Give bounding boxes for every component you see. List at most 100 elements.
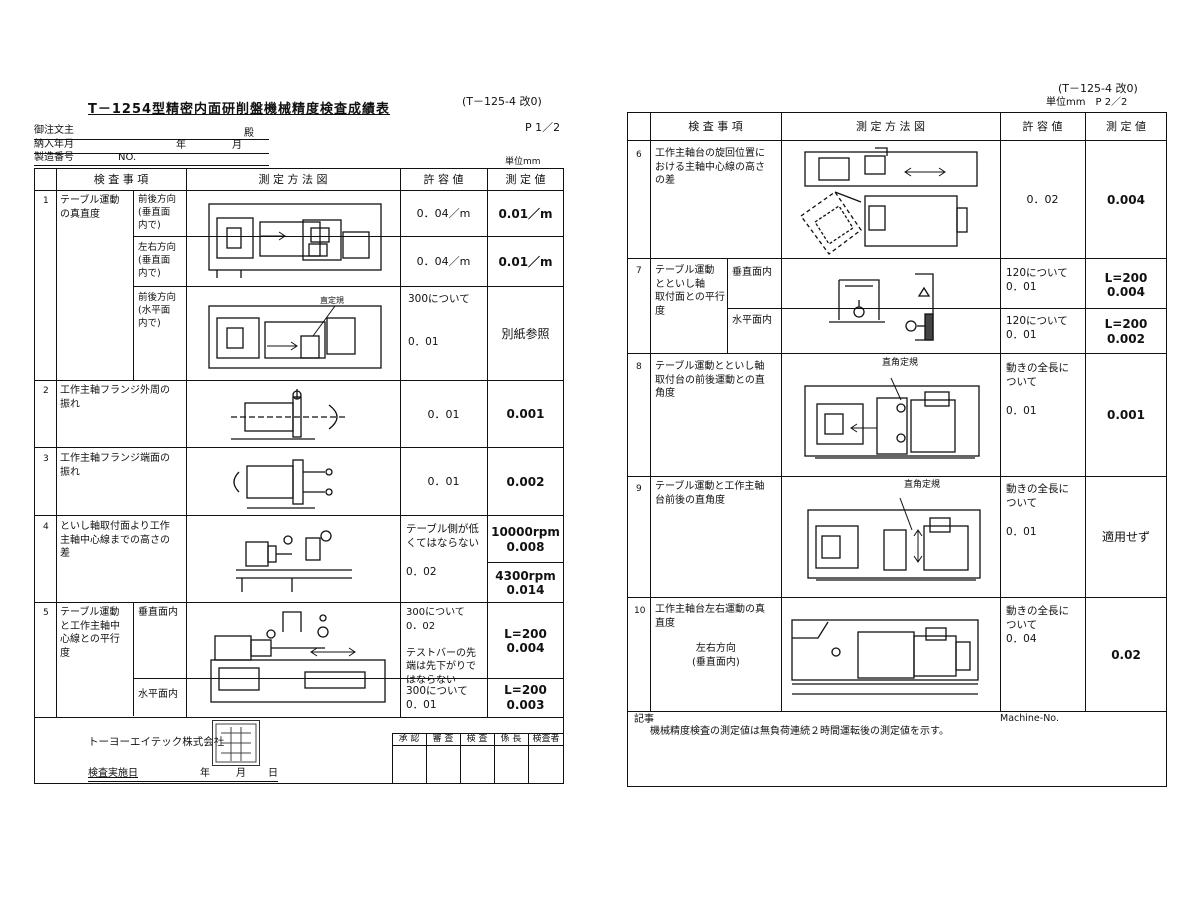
serial-label: 製造番号 [34, 152, 74, 163]
row5-sub1-label: 垂直面内 [138, 607, 178, 618]
row-item-1: テーブル運動 の真直度 [60, 195, 120, 220]
row1-sub2-label: 左右方向 (垂直面 内で) [138, 242, 177, 279]
inspection-table-2 [627, 112, 1167, 787]
row1-sub1-measured: 0.01／m [498, 206, 553, 221]
figure-row1-vertical [205, 200, 385, 280]
row-no-2: 2 [43, 386, 49, 396]
figure-row3 [225, 452, 365, 512]
row-item-3: 工作主軸フランジ端面の 振れ [60, 453, 170, 478]
note-label: 記事 [634, 714, 654, 725]
row5-sub1-tolerance: 300について 0．02 テストバーの先 端は先下がりで はならない [406, 607, 476, 686]
row-item-5: テーブル運動 と工作主軸中 心線との平行 度 [60, 607, 120, 659]
row-item-10: 工作主軸台左右運動の真 直度 [655, 604, 765, 629]
row7-sub2-label: 水平面内 [732, 315, 772, 326]
row-item-7: テーブル運動 とといし軸 取付面との平行 度 [655, 265, 725, 317]
approval-chief: 係 長 [500, 733, 522, 744]
row-no-4: 4 [43, 522, 49, 532]
row1-sub3-measured: 別紙参照 [501, 326, 550, 341]
row-no-7: 7 [636, 266, 642, 276]
figure-row6 [795, 142, 985, 256]
approval-inspect: 検 査 [466, 733, 488, 744]
figure-label-straightedge: 直定規 [320, 296, 344, 305]
figure-row1-horizontal [205, 292, 385, 376]
unit-label-1: 単位mm [505, 157, 541, 167]
delivery-underline [34, 153, 269, 154]
header-method-1: 測 定 方 法 図 [258, 173, 328, 187]
delivery-year: 年 [176, 140, 186, 151]
header-item-1: 検 査 事 項 [93, 173, 149, 187]
row-no-6: 6 [636, 150, 642, 160]
row2-measured: 0.001 [506, 407, 545, 422]
customer-suffix: 殿 [244, 128, 254, 139]
doc-code-2: (T－125-4 改0) [1058, 82, 1138, 95]
row8-measured: 0.001 [1107, 408, 1145, 423]
inspection-table-1 [34, 168, 564, 718]
row7-sub2-tolerance: 120について 0．01 [1006, 315, 1068, 342]
row1-sub1-label: 前後方向 (垂直面 内で) [138, 194, 177, 231]
page-title: T－1254型精密内面研削盤機械精度検査成績表 [88, 102, 391, 117]
row-no-5: 5 [43, 608, 49, 618]
unit-page-2: 単位mm P 2／2 [1046, 97, 1128, 108]
row2-tolerance: 0．01 [427, 407, 460, 421]
delivery-month: 月 [232, 140, 242, 151]
header-tolerance-1: 許 容 値 [423, 173, 464, 187]
customer-underline [34, 139, 269, 140]
row10-measured: 0.02 [1111, 647, 1141, 662]
figure-row8 [795, 370, 990, 472]
row5-sub2-label: 水平面内 [138, 689, 178, 700]
figure-label-square-9: 直角定規 [904, 480, 941, 490]
header-measured-2: 測 定 値 [1106, 120, 1146, 134]
header-item-2: 検 査 事 項 [688, 120, 743, 134]
row9-measured: 適用せず [1101, 530, 1150, 545]
approval-table [392, 733, 564, 784]
approval-inspector: 検査者 [532, 733, 560, 744]
approval-review: 審 査 [432, 733, 454, 744]
customer-label: 御注文主 [34, 125, 74, 136]
row-item-2: 工作主軸フランジ外周の 振れ [60, 385, 170, 410]
figure-row7 [825, 270, 945, 342]
approval-approve: 承 認 [398, 733, 420, 744]
company-name: トーヨーエイテック株式会社 [88, 736, 225, 748]
row9-tolerance: 動きの全長に ついて 0．01 [1006, 483, 1069, 538]
figure-row2 [225, 385, 365, 443]
figure-row10 [788, 610, 988, 704]
row-no-1: 1 [43, 196, 49, 206]
note-text: 機械精度検査の測定値は無負荷連続２時間運転後の測定値を示す。 [650, 726, 949, 737]
figure-row4 [232, 520, 362, 598]
row8-tolerance: 動きの全長に ついて 0．01 [1006, 362, 1069, 417]
header-measured-1: 測 定 値 [505, 173, 546, 187]
row-item-6: 工作主軸台の旋回位置に おける主軸中心線の高さ の差 [655, 148, 765, 186]
delivery-label: 納入年月 [34, 139, 74, 150]
row-item-4: といし軸取付面より工作 主軸中心線までの高さの 差 [60, 521, 170, 559]
inspection-day: 日 [268, 768, 278, 779]
row6-tolerance: 0．02 [1026, 193, 1059, 207]
row7-sub1-label: 垂直面内 [732, 267, 772, 278]
row10-sub-label: 左右方向 (垂直面内) [692, 643, 740, 668]
row1-sub3-tolerance: 300について 0．01 [408, 293, 470, 348]
row7-sub1-measured: L=200 0.004 [1104, 270, 1148, 299]
header-method-2: 測 定 方 法 図 [856, 120, 925, 134]
row5-sub2-tolerance: 300について 0．01 [406, 685, 468, 712]
doc-code-1: (T－125-4 改0) [462, 95, 542, 108]
row4-tolerance: テーブル側が低 くてはならない 0．02 [406, 523, 479, 578]
inspection-date-label: 検査実施日 [88, 768, 138, 779]
company-seal [212, 720, 260, 766]
row7-sub2-measured: L=200 0.002 [1104, 317, 1148, 346]
row-no-3: 3 [43, 454, 49, 464]
row1-sub2-tolerance: 0．04／m [416, 255, 471, 269]
row3-measured: 0.002 [506, 474, 545, 489]
figure-row5 [205, 606, 390, 706]
machine-no: Machine-No. [1000, 713, 1059, 724]
serial-underline [34, 165, 269, 166]
row7-sub1-tolerance: 120について 0．01 [1006, 267, 1068, 294]
row-no-9: 9 [636, 484, 642, 494]
row-item-9: テーブル運動と工作主軸 台前後の直角度 [655, 481, 765, 506]
row1-sub1-tolerance: 0．04／m [416, 207, 471, 221]
row5-sub2-measured: L=200 0.003 [504, 683, 547, 712]
row4-measured-4300: 4300rpm 0.014 [495, 568, 556, 597]
row4-measured-10000: 10000rpm 0.008 [491, 525, 560, 554]
header-tolerance-2: 許 容 値 [1022, 120, 1063, 134]
page-number-1: P 1／2 [525, 121, 561, 134]
serial-no: NO. [118, 152, 137, 163]
row5-sub1-measured: L=200 0.004 [504, 626, 547, 655]
